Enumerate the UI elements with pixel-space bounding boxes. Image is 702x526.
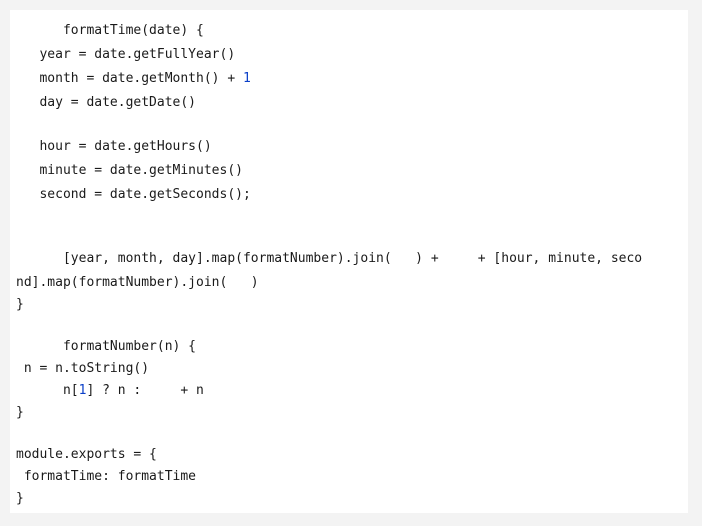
code-text: ] ? n : + n — [86, 383, 204, 398]
code-line-close-brace: } — [16, 405, 24, 420]
code-text: n[ — [16, 383, 79, 398]
code-text: month = date.getMonth() + — [16, 71, 243, 86]
code-line-day: day = date.getDate() — [16, 95, 197, 110]
number-literal: 1 — [242, 71, 251, 86]
code-line-minute: minute = date.getMinutes() — [16, 163, 243, 178]
code-line-module-exports: module.exports = { — [16, 447, 157, 462]
code-line-format-number-def: formatNumber(n) { — [16, 339, 197, 354]
code-line-close-brace: } — [16, 297, 24, 312]
code-line-return-join: [year, month, day].map(formatNumber).joi… — [16, 251, 643, 266]
code-line-return-join-wrap: nd].map(formatNumber).join( ) — [16, 275, 259, 290]
code-block: formatTime(date) { year = date.getFullYe… — [10, 10, 688, 513]
code-line-format-time-def: formatTime(date) { — [16, 23, 204, 38]
code-line-hour: hour = date.getHours() — [16, 139, 212, 154]
code-line-year: year = date.getFullYear() — [16, 47, 236, 62]
code-line-second: second = date.getSeconds(); — [16, 187, 251, 202]
code-line-close-brace: } — [16, 491, 24, 506]
code-line-return-pad: n[1] ? n : + n — [16, 383, 204, 399]
number-literal: 1 — [78, 383, 87, 398]
code-line-to-string: n = n.toString() — [16, 361, 150, 376]
code-line-export-format-time: formatTime: formatTime — [16, 469, 197, 484]
code-line-month: month = date.getMonth() + 1 — [16, 71, 251, 87]
